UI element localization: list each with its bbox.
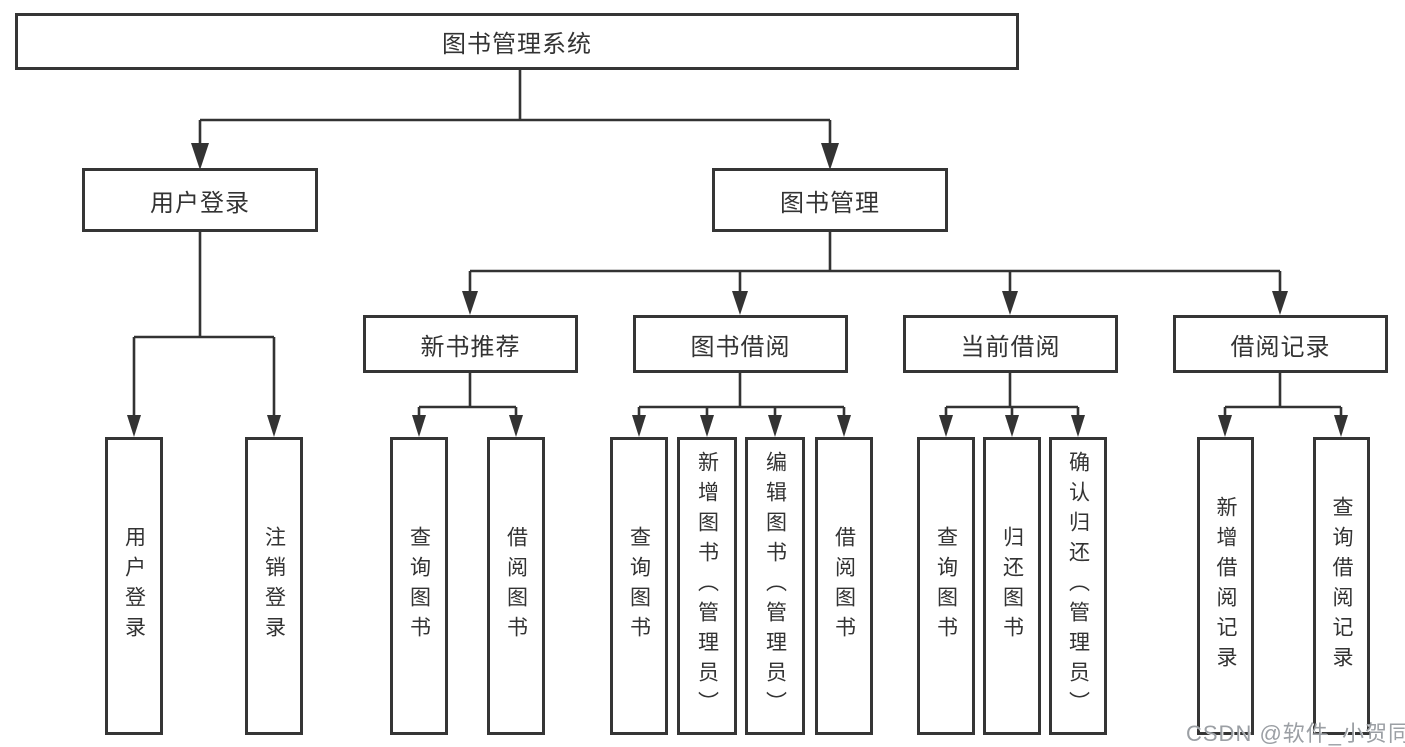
arrowhead-icons [127, 143, 1348, 437]
node-query-books-borrow: 查询图书 [610, 437, 668, 735]
node-label: 新书推荐 [420, 333, 521, 361]
node-add-books-admin: 新增图书（管理员） [677, 437, 737, 735]
node-query-borrow-record: 查询借阅记录 [1313, 437, 1370, 735]
csdn-watermark: CSDN @软件_小贺同学 [1186, 721, 1405, 746]
node-label: 查询图书 [407, 526, 431, 646]
node-label: 借阅记录 [1230, 333, 1331, 361]
node-label: 当前借阅 [960, 333, 1061, 361]
node-borrow-books: 借阅图书 [815, 437, 873, 735]
node-add-borrow-record: 新增借阅记录 [1197, 437, 1254, 735]
node-label: 借阅图书 [832, 526, 856, 646]
node-label: 借阅图书 [504, 526, 528, 646]
node-edit-books-admin: 编辑图书（管理员） [745, 437, 805, 735]
node-label: 用户登录 [122, 526, 146, 646]
node-label: 新增图书（管理员） [695, 451, 719, 721]
node-label: 归还图书 [1000, 526, 1024, 646]
node-user-login-action: 用户登录 [105, 437, 163, 735]
node-library-management-system: 图书管理系统 [15, 13, 1019, 70]
node-label: 用户登录 [150, 189, 250, 217]
node-query-books-current: 查询图书 [917, 437, 975, 735]
node-label: 图书借阅 [690, 333, 791, 361]
node-label: 查询借阅记录 [1330, 496, 1353, 676]
node-label: 图书管理 [780, 189, 880, 217]
node-label: 图书管理系统 [442, 31, 592, 58]
node-label: 查询图书 [627, 526, 651, 646]
node-label: 查询图书 [934, 526, 958, 646]
node-confirm-return-admin: 确认归还（管理员） [1049, 437, 1107, 735]
node-current-borrowing: 当前借阅 [903, 315, 1118, 373]
node-logout-action: 注销登录 [245, 437, 303, 735]
node-book-borrowing: 图书借阅 [633, 315, 848, 373]
node-user-login: 用户登录 [82, 168, 318, 232]
tree-edges [132, 70, 1343, 421]
node-query-books-recommend: 查询图书 [390, 437, 448, 735]
node-return-books: 归还图书 [983, 437, 1041, 735]
node-label: 注销登录 [262, 526, 286, 646]
node-label: 编辑图书（管理员） [763, 451, 787, 721]
node-label: 新增借阅记录 [1214, 496, 1237, 676]
node-borrow-books-recommend: 借阅图书 [487, 437, 545, 735]
node-new-book-recommendation: 新书推荐 [363, 315, 578, 373]
node-book-management: 图书管理 [712, 168, 948, 232]
node-borrowing-records: 借阅记录 [1173, 315, 1388, 373]
node-label: 确认归还（管理员） [1066, 451, 1090, 721]
